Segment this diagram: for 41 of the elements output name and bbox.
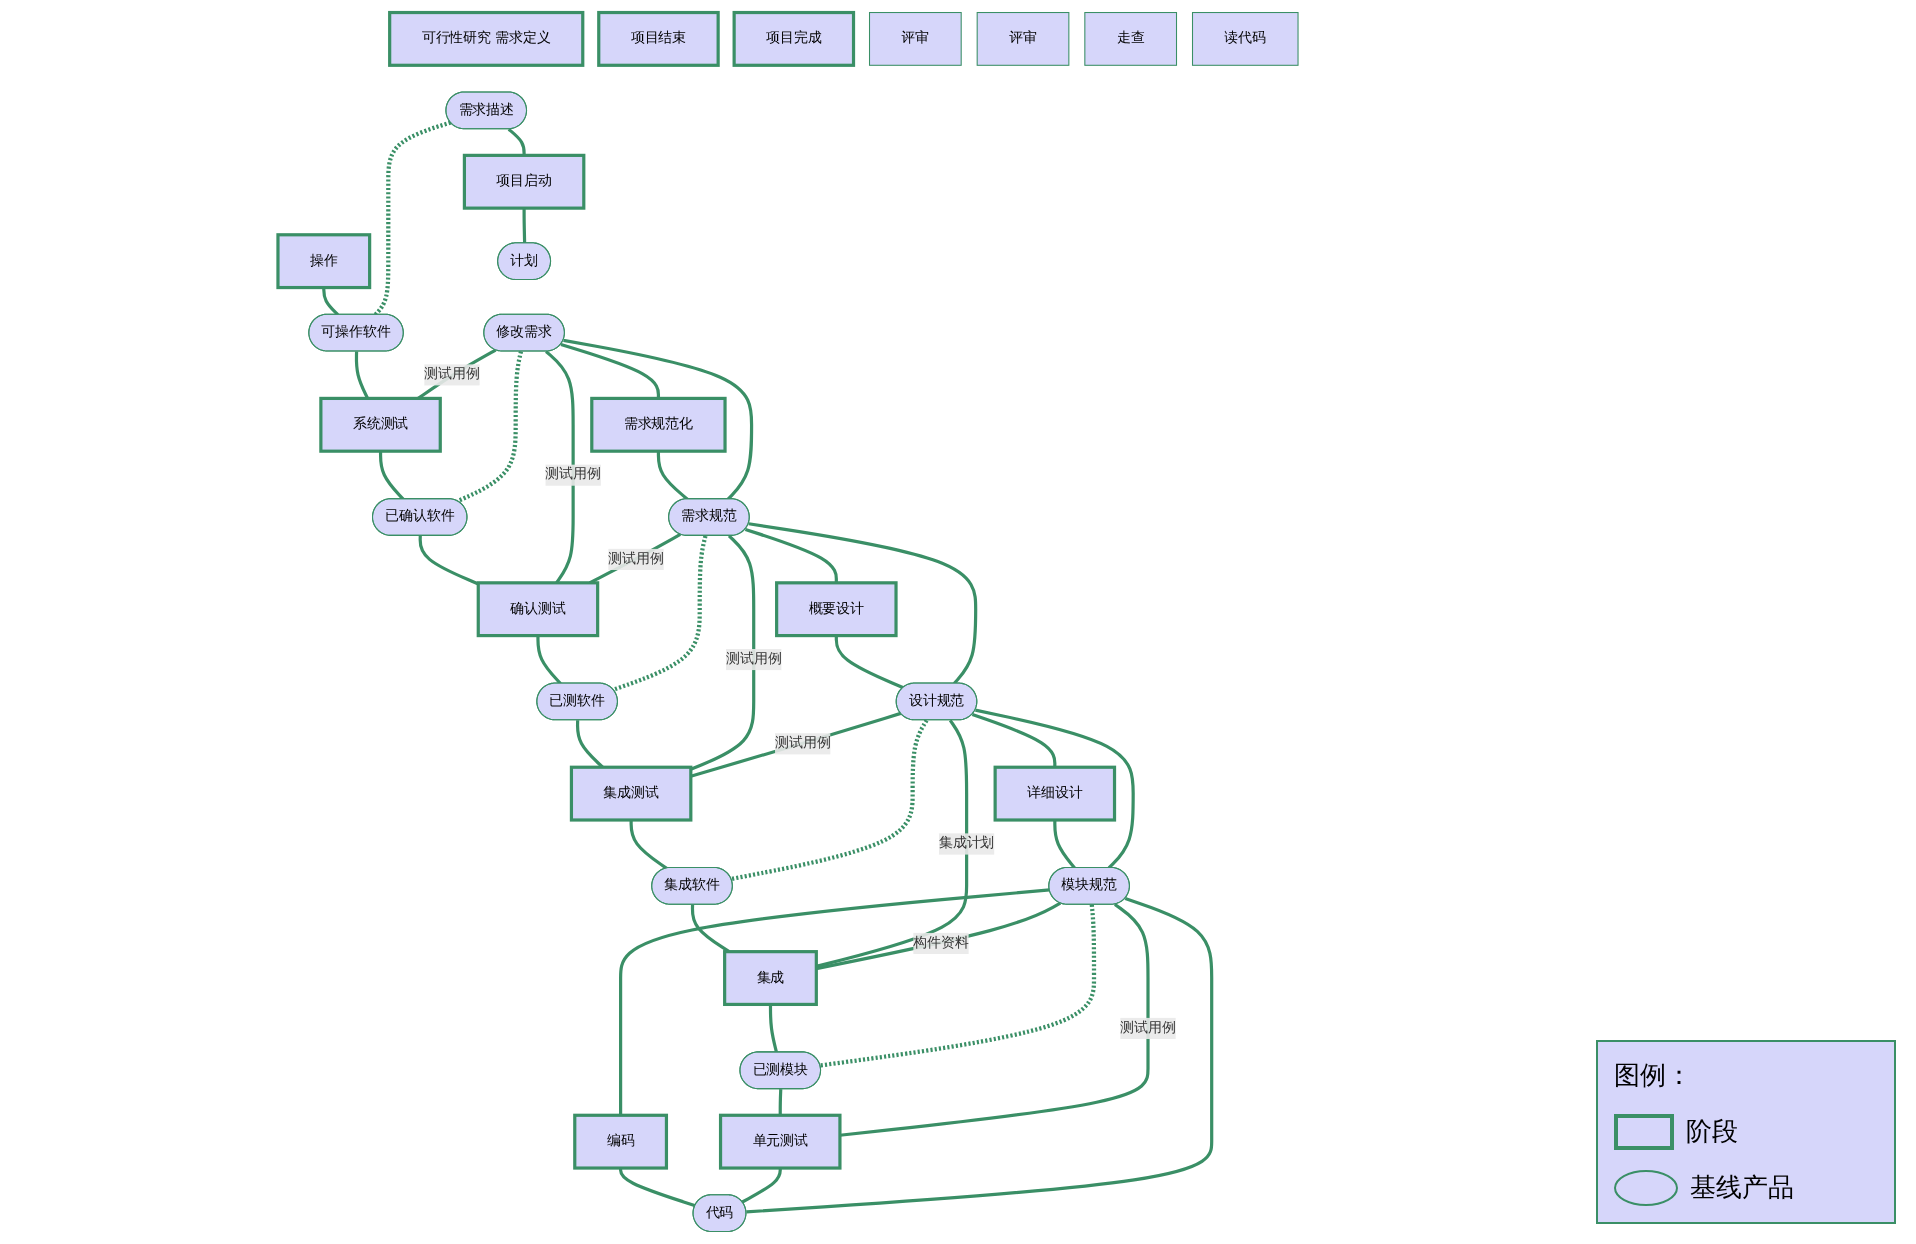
connector — [418, 535, 479, 586]
connector — [690, 534, 756, 771]
connector — [417, 348, 497, 400]
connector — [545, 350, 575, 584]
connector — [588, 533, 682, 585]
connector — [778, 1089, 783, 1116]
connector — [834, 635, 904, 690]
connector — [354, 351, 370, 400]
legend-label: 阶段 — [1686, 1116, 1738, 1150]
connector — [741, 1168, 782, 1204]
connector — [619, 1168, 696, 1208]
connector — [971, 713, 1057, 768]
connector — [629, 820, 668, 870]
connector — [768, 1004, 779, 1053]
connector — [1053, 820, 1076, 869]
connector — [563, 338, 754, 501]
connector — [373, 120, 452, 317]
connector — [560, 343, 660, 399]
connector — [690, 711, 902, 778]
connector — [656, 451, 689, 501]
connector — [456, 351, 524, 504]
connector — [378, 451, 405, 501]
connector — [820, 904, 1097, 1068]
connector — [744, 527, 838, 583]
connector — [690, 904, 731, 953]
connector — [975, 708, 1135, 870]
connector — [507, 128, 526, 156]
connector — [746, 897, 1214, 1214]
connector — [536, 635, 562, 685]
connector — [748, 522, 978, 685]
legend-label: 基线产品 — [1690, 1172, 1794, 1206]
connector — [522, 208, 527, 244]
connector — [839, 903, 1150, 1137]
legend-title: 图例： — [1614, 1060, 1692, 1094]
connector — [322, 287, 339, 316]
connector — [815, 719, 969, 968]
connector — [816, 901, 1062, 971]
connector — [619, 888, 1050, 1116]
connector — [730, 719, 929, 882]
connector — [612, 535, 708, 692]
connector — [575, 720, 604, 769]
